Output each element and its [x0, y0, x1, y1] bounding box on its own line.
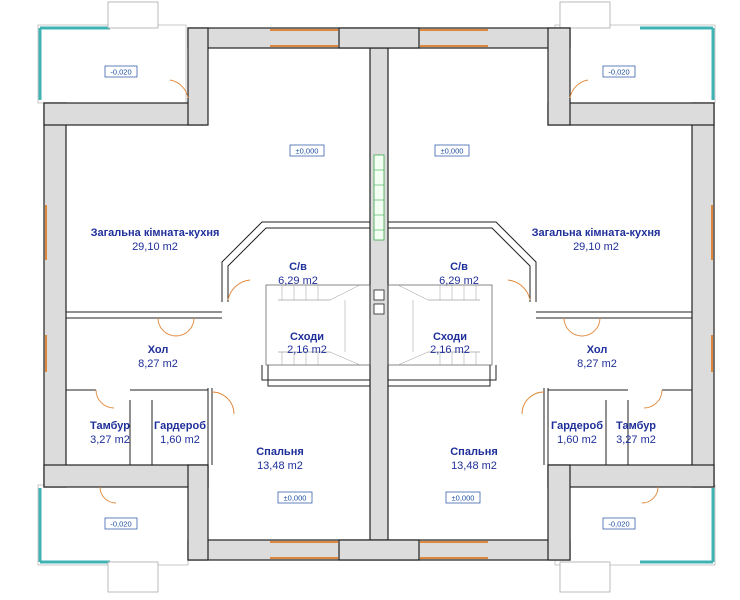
terrace-top-left [37, 1, 187, 104]
room-area-bedroom-right: 13,48 m2 [451, 460, 497, 472]
room-name-vestibule-left: Тамбур [90, 420, 130, 432]
room-area-wardrobe-left: 1,60 m2 [160, 434, 200, 446]
level-marker-terrace-br: -0,020 [602, 517, 636, 530]
doors [95, 79, 663, 504]
room-name-bedroom-right: Спальня [450, 446, 498, 458]
room-name-hall-left: Хол [148, 344, 169, 356]
level-marker-terrace-tl: -0,020 [104, 65, 138, 78]
stairs-right [387, 284, 493, 366]
room-area-wardrobe-right: 1,60 m2 [557, 434, 597, 446]
room-name-living-left: Загальна кімната-кухня [91, 227, 220, 239]
windows [45, 27, 713, 561]
room-area-hall-right: 8,27 m2 [577, 358, 617, 370]
room-area-stairs-left: 2,16 m2 [287, 344, 327, 356]
terrace-top-right [554, 1, 716, 104]
room-name-wardrobe-left: Гардероб [154, 420, 206, 432]
room-name-stairs-right: Сходи [433, 331, 467, 343]
svg-text:±0,000: ±0,000 [441, 147, 464, 156]
green-partition [373, 154, 385, 241]
svg-text:-0,020: -0,020 [608, 520, 629, 529]
level-marker-bed-right: ±0,000 [445, 491, 481, 504]
room-area-living-left: 29,10 m2 [132, 241, 178, 253]
room-area-stairs-right: 2,16 m2 [430, 344, 470, 356]
room-area-bedroom-left: 13,48 m2 [257, 460, 303, 472]
room-area-vestibule-right: 3,27 m2 [616, 434, 656, 446]
level-marker-bed-left: ±0,000 [277, 491, 313, 504]
column-marker [373, 289, 385, 301]
room-name-vestibule-right: Тамбур [616, 420, 656, 432]
level-marker-terrace-bl: -0,020 [104, 517, 138, 530]
room-name-hall-right: Хол [587, 344, 608, 356]
svg-text:-0,020: -0,020 [608, 68, 629, 77]
room-area-bath-right: 6,29 m2 [439, 275, 479, 287]
room-name-bath-right: С/в [450, 261, 468, 273]
room-name-living-right: Загальна кімната-кухня [532, 227, 661, 239]
svg-text:-0,020: -0,020 [110, 68, 131, 77]
svg-text:±0,000: ±0,000 [284, 494, 307, 503]
room-name-wardrobe-right: Гардероб [551, 420, 603, 432]
room-area-vestibule-left: 3,27 m2 [90, 434, 130, 446]
stairs-left [265, 284, 371, 366]
svg-text:-0,020: -0,020 [110, 520, 131, 529]
svg-text:±0,000: ±0,000 [452, 494, 475, 503]
room-name-bedroom-left: Спальня [256, 446, 304, 458]
interior-walls [66, 221, 692, 465]
terrace-bottom-right [554, 484, 716, 593]
level-marker-living-left: ±0,000 [289, 144, 325, 157]
terrace-bottom-left [37, 484, 189, 593]
room-area-living-right: 29,10 m2 [573, 241, 619, 253]
level-marker-terrace-tr: -0,020 [602, 65, 636, 78]
room-area-bath-left: 6,29 m2 [278, 275, 318, 287]
svg-text:±0,000: ±0,000 [296, 147, 319, 156]
level-marker-living-right: ±0,000 [434, 144, 470, 157]
room-area-hall-left: 8,27 m2 [138, 358, 178, 370]
room-name-stairs-left: Сходи [290, 331, 324, 343]
room-name-bath-left: С/в [289, 261, 307, 273]
column-marker [373, 303, 385, 315]
